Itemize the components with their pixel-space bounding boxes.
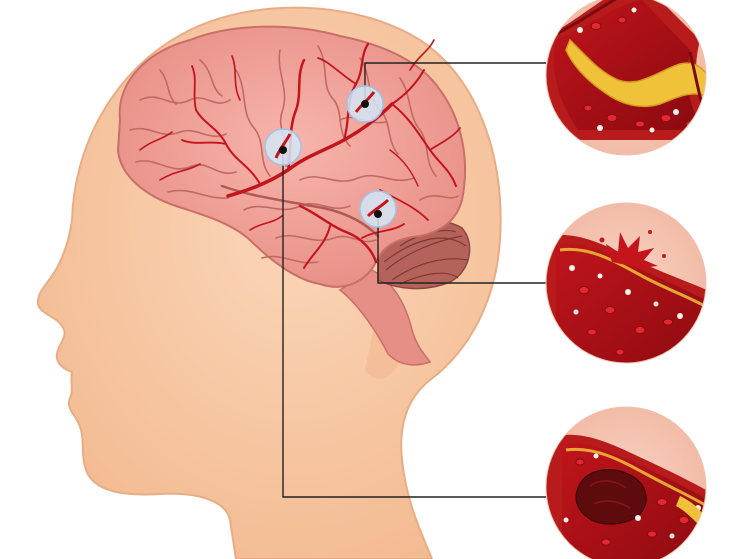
blood-lumen bbox=[556, 243, 706, 363]
leader-embolism bbox=[282, 150, 546, 498]
blood-clot bbox=[575, 469, 647, 525]
cerebral-arteries bbox=[139, 39, 461, 269]
rupture-splash bbox=[606, 232, 658, 268]
lateral-sulcus bbox=[220, 184, 380, 238]
zoom-embolism[interactable] bbox=[540, 406, 720, 559]
zoom-atherosclerosis[interactable] bbox=[536, 0, 720, 156]
platelets bbox=[577, 7, 679, 133]
marker-temporal[interactable] bbox=[359, 190, 397, 228]
blood-cells bbox=[575, 458, 690, 546]
zoom-hemorrhage[interactable] bbox=[540, 202, 720, 380]
platelets bbox=[569, 265, 683, 319]
plaque-deposit bbox=[565, 38, 706, 108]
marker-frontal[interactable] bbox=[264, 128, 302, 166]
leader-hemorrhage bbox=[377, 214, 546, 284]
marker-parietal[interactable] bbox=[346, 85, 384, 123]
brainstem bbox=[338, 269, 432, 366]
